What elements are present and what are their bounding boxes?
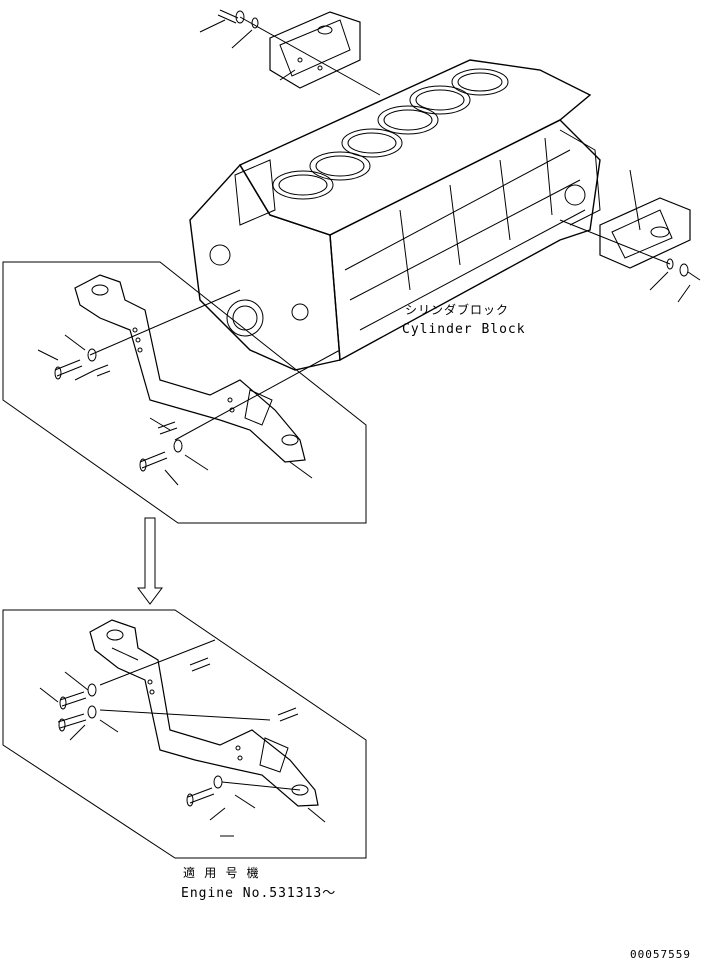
applicable-label-jp: 適 用 号 機 xyxy=(183,866,260,880)
upper-frame xyxy=(2,261,367,524)
top-mounting-bracket xyxy=(199,9,381,96)
upper-front-support xyxy=(37,274,341,486)
cylinder-block xyxy=(189,59,601,371)
cylinder-block-label-jp: シリンダブロック xyxy=(405,303,510,317)
drawing-number: 00057559 xyxy=(630,948,691,961)
lower-front-support xyxy=(39,619,326,837)
engine-number-label: Engine No.531313～ xyxy=(181,886,337,901)
lower-frame xyxy=(2,609,367,859)
cylinder-block-label-en: Cylinder Block xyxy=(402,322,526,337)
right-mounting-bracket xyxy=(559,169,701,303)
down-arrow xyxy=(137,517,163,605)
